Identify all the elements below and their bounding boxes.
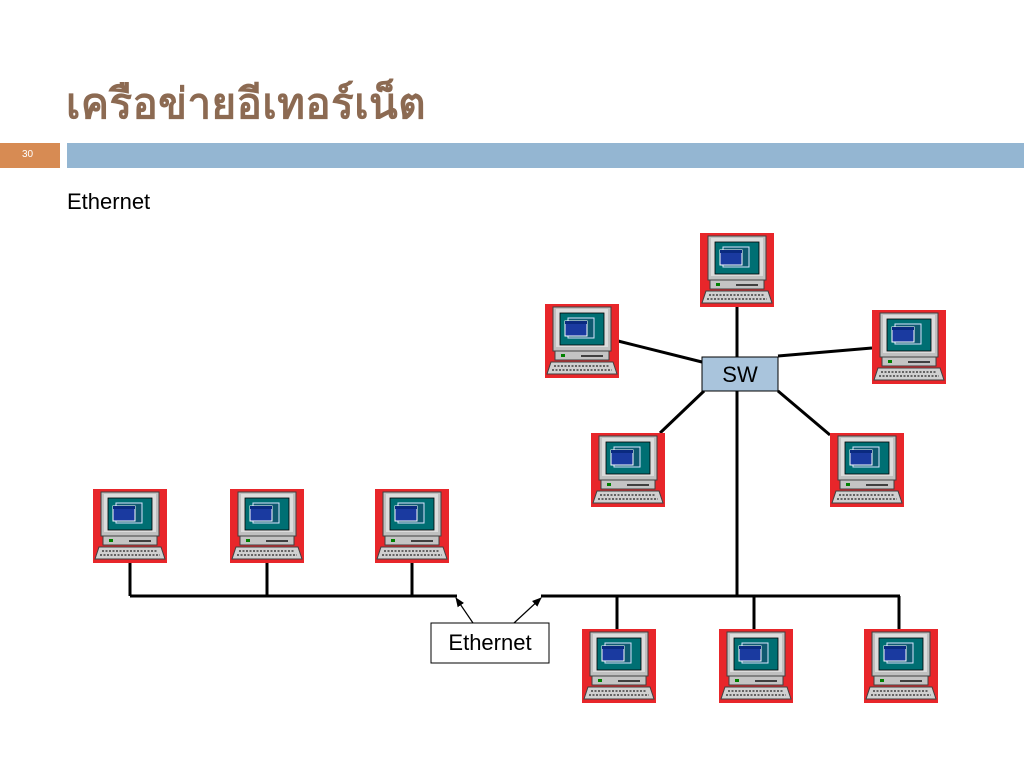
link-upper-left [617,339,703,364]
computer-icon [864,629,938,703]
computer-icon [582,629,656,703]
computer-icon [872,310,946,384]
computer-icon [700,233,774,307]
callout-arrow-left [455,597,474,624]
computer-icon [93,489,167,563]
ethernet-bus [128,562,901,630]
star-links [617,306,873,596]
slide-number-box [0,143,60,168]
link-lower-left [658,389,706,435]
switch-label: SW [722,362,758,387]
ethernet-label: Ethernet [448,630,531,655]
slide-number: 30 [22,149,34,160]
link-lower-right [777,389,831,437]
computer-icon [719,629,793,703]
title-accent-bar [67,143,1024,168]
computer-icon [545,304,619,378]
ethernet-callout: Ethernet [430,622,550,664]
slide-subtitle: Ethernet [67,189,151,214]
callout-arrow-right [513,597,542,624]
ethernet-label-box [430,622,550,664]
computer-icon [591,433,665,507]
slide-title: เครือข่ายอีเทอร์เน็ต [66,79,427,128]
computer-icon [830,433,904,507]
switch-box [701,356,779,392]
computer-icon [230,489,304,563]
callout-arrows [455,597,542,624]
computer-icon [375,489,449,563]
link-upper-right [777,346,873,358]
switch-node: SW [701,356,779,392]
